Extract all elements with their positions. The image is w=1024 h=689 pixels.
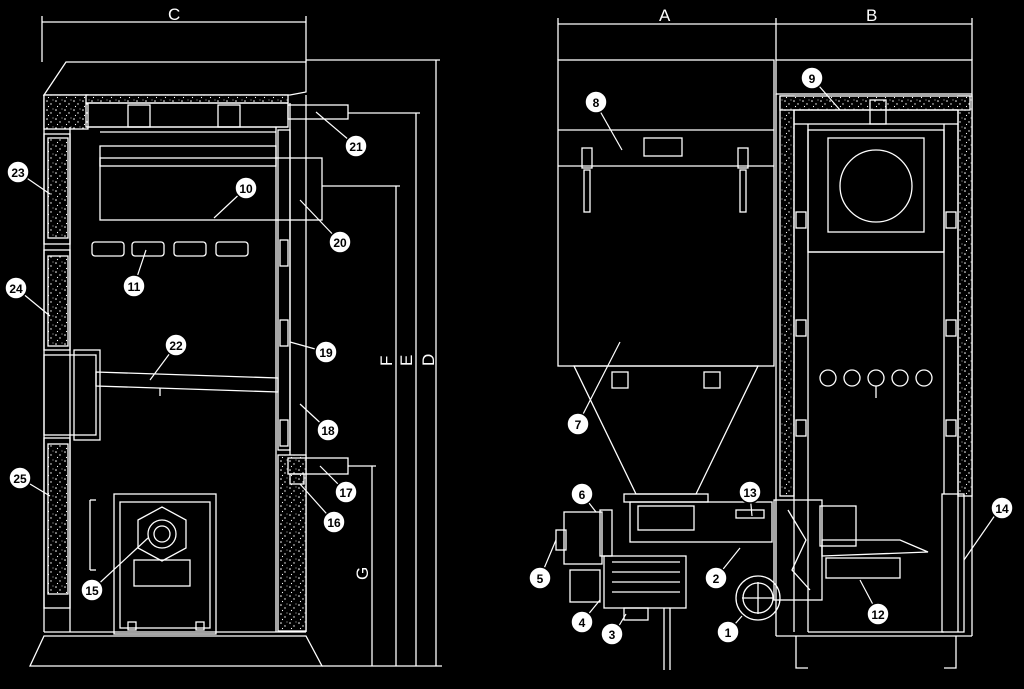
svg-text:20: 20	[333, 236, 347, 250]
svg-text:17: 17	[339, 486, 353, 500]
cross-section-view	[775, 59, 973, 669]
svg-text:22: 22	[169, 339, 183, 353]
svg-text:10: 10	[239, 182, 253, 196]
dimension-label-c: C	[168, 5, 180, 24]
svg-text:8: 8	[593, 96, 600, 110]
dimension-label-d: D	[419, 354, 438, 366]
svg-text:3: 3	[609, 628, 616, 642]
callout-1: 1	[716, 620, 740, 644]
svg-text:2: 2	[713, 572, 720, 586]
callout-18: 18	[316, 418, 340, 442]
svg-text:16: 16	[327, 516, 341, 530]
svg-text:5: 5	[537, 572, 544, 586]
callout-13: 13	[738, 480, 762, 504]
svg-text:9: 9	[809, 72, 816, 86]
callout-8: 8	[584, 90, 608, 114]
callout-25: 25	[8, 466, 32, 490]
svg-text:4: 4	[579, 616, 586, 630]
callout-4: 4	[570, 610, 594, 634]
callout-9: 9	[800, 66, 824, 90]
side-section-view	[28, 16, 442, 667]
callout-2: 2	[704, 566, 728, 590]
dimension-label-f: F	[377, 356, 396, 366]
callout-22: 22	[164, 333, 188, 357]
callout-10: 10	[234, 176, 258, 200]
callout-12: 12	[866, 602, 890, 626]
callout-17: 17	[334, 480, 358, 504]
callout-6: 6	[570, 482, 594, 506]
svg-text:21: 21	[349, 140, 363, 154]
svg-text:24: 24	[9, 282, 23, 296]
callout-markers: 1 2 3 4 5 6 7 8 9 10 11 12 13 14 15 16 1…	[4, 66, 1014, 646]
callout-11: 11	[122, 274, 146, 298]
callout-19: 19	[314, 340, 338, 364]
svg-text:23: 23	[11, 166, 25, 180]
dimension-label-b: B	[866, 6, 877, 25]
svg-text:25: 25	[13, 472, 27, 486]
callout-16: 16	[322, 510, 346, 534]
svg-text:14: 14	[995, 502, 1009, 516]
leader-lines	[15, 77, 1001, 635]
dimension-label-e: E	[397, 355, 416, 366]
svg-text:7: 7	[575, 418, 582, 432]
svg-text:13: 13	[743, 486, 757, 500]
svg-text:19: 19	[319, 346, 333, 360]
callout-20: 20	[328, 230, 352, 254]
svg-text:12: 12	[871, 608, 885, 622]
callout-24: 24	[4, 276, 28, 300]
callout-3: 3	[600, 622, 624, 646]
callout-23: 23	[6, 160, 30, 184]
front-view	[555, 18, 973, 670]
dimension-label-a: A	[659, 6, 671, 25]
svg-text:15: 15	[85, 584, 99, 598]
dimension-label-g: G	[353, 567, 372, 580]
svg-text:18: 18	[321, 424, 335, 438]
callout-15: 15	[80, 578, 104, 602]
callout-7: 7	[566, 412, 590, 436]
svg-text:1: 1	[725, 626, 732, 640]
callout-21: 21	[344, 134, 368, 158]
callout-5: 5	[528, 566, 552, 590]
svg-text:6: 6	[579, 488, 586, 502]
callout-14: 14	[990, 496, 1014, 520]
svg-text:11: 11	[128, 280, 141, 294]
